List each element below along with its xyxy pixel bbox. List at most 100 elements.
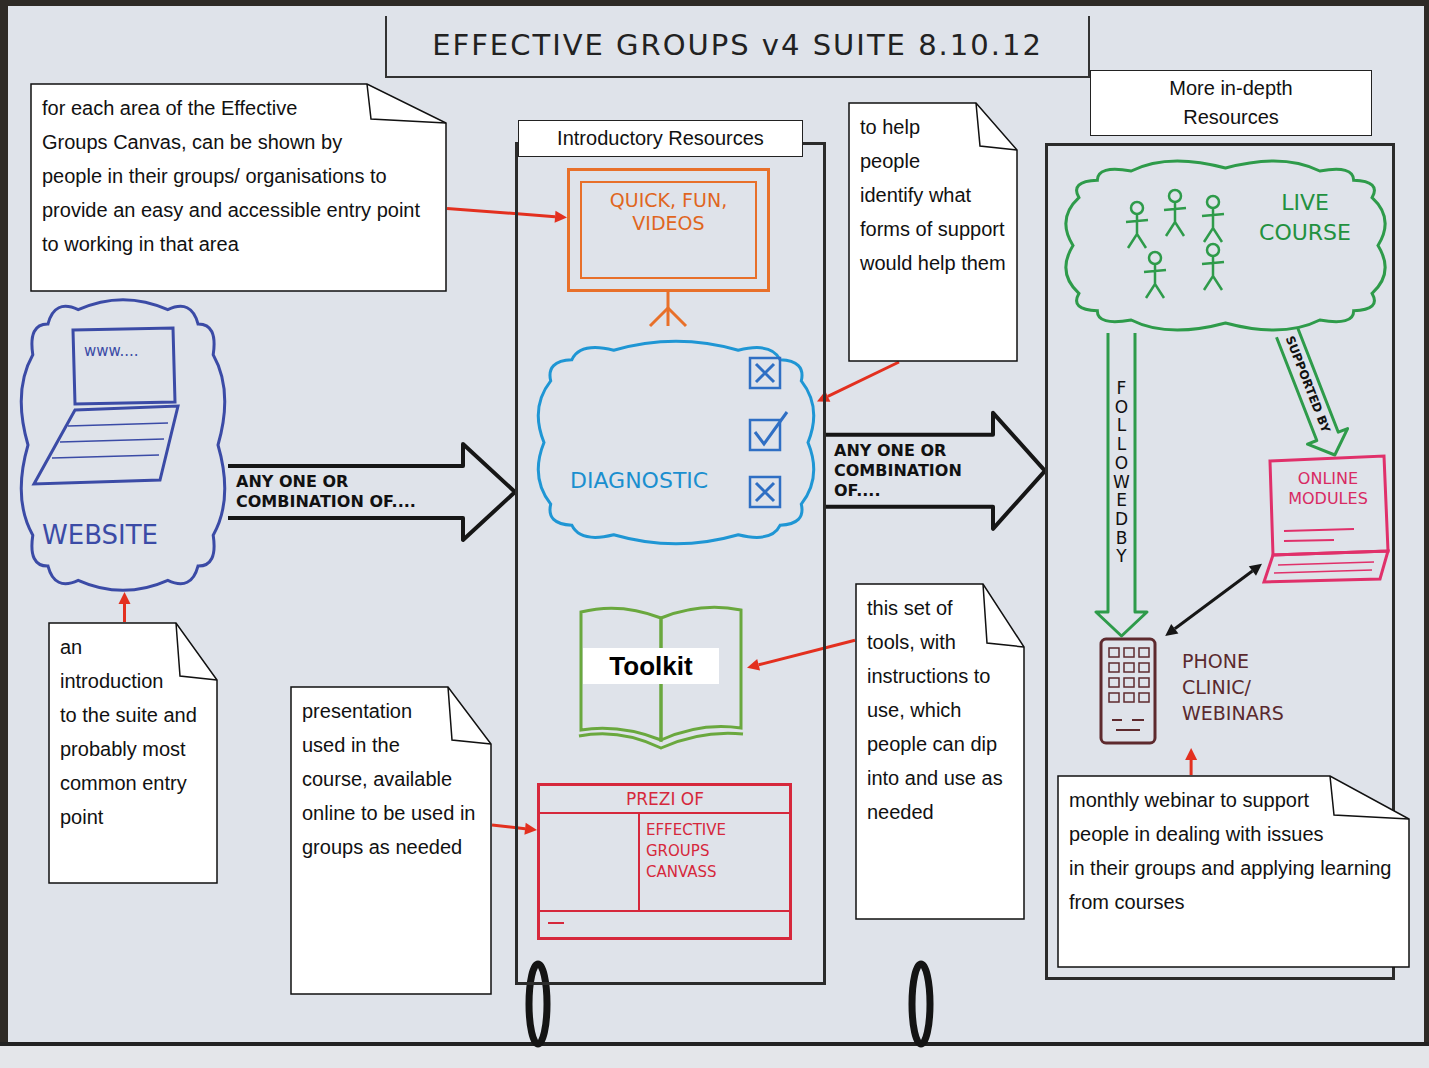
callout-text: an introduction to the suite and probabl… <box>60 630 206 834</box>
checkbox <box>750 477 780 507</box>
phone-key <box>1109 693 1119 702</box>
cloud-outline <box>535 340 817 545</box>
diagram-title: EFFECTIVE GROUPS v4 SUITE 8.10.12 <box>385 16 1090 78</box>
diagnostic-cloud: DIAGNOSTIC <box>535 340 817 545</box>
cloud-shape <box>1066 161 1385 330</box>
phone-clinic: PHONE CLINIC/ WEBINARS <box>1098 636 1378 748</box>
video-screen: QUICK, FUN, VIDEOS <box>567 168 770 292</box>
check-mark <box>755 412 787 444</box>
phone-key <box>1139 648 1149 657</box>
connector-line <box>828 362 899 396</box>
column-heading: Introductory Resources <box>518 120 803 157</box>
cross-mark <box>756 364 774 382</box>
connector <box>1185 748 1197 775</box>
binding-ring <box>912 964 930 1044</box>
double-line-arrow <box>1096 333 1147 636</box>
callout-text: to help people identify what forms of su… <box>860 110 1006 280</box>
phone-key <box>1139 693 1149 702</box>
connector-line <box>1190 760 1193 775</box>
arrow-head <box>747 659 760 671</box>
course-cloud: LIVE COURSE <box>1063 158 1388 333</box>
note-fold <box>976 103 1017 150</box>
binding-ring <box>529 964 547 1044</box>
note-outline <box>849 103 1017 361</box>
arrow-label: ANY ONE OR COMBINATION OF.... <box>832 441 987 501</box>
phone-key <box>1124 663 1134 672</box>
connector <box>1277 329 1348 455</box>
modules-laptop: ONLINE MODULES <box>1262 455 1392 583</box>
connector <box>747 640 855 670</box>
callout-text: presentation used in the course, availab… <box>302 694 480 864</box>
connector-line <box>492 825 525 829</box>
figure-head <box>1131 202 1143 214</box>
toolkit-book: Toolkit <box>575 598 747 753</box>
note-outline <box>31 84 446 291</box>
phone-label: PHONE CLINIC/ WEBINARS <box>1182 648 1314 726</box>
laptop-screen <box>73 328 175 404</box>
note-outline <box>856 584 1024 919</box>
stand-post <box>667 292 670 308</box>
note-outline <box>49 623 217 883</box>
callout-note: presentation used in the course, availab… <box>290 686 492 995</box>
figure-body <box>1126 214 1148 248</box>
stand-leg <box>668 308 686 326</box>
panel-line <box>548 922 564 924</box>
phone-key <box>1109 663 1119 672</box>
video-label: QUICK, FUN, VIDEOS <box>605 189 733 235</box>
phone-key <box>1124 648 1134 657</box>
figure-body <box>1164 202 1186 236</box>
arrow-head <box>524 823 537 835</box>
video-stand <box>650 292 686 326</box>
phone-key <box>1109 678 1119 687</box>
callout-text: monthly webinar to support people in dea… <box>1069 783 1398 919</box>
note-fold <box>367 84 446 123</box>
website-cloud: www....WEBSITE <box>18 298 228 592</box>
url-text: www.... <box>84 342 139 360</box>
panel-line <box>540 910 789 912</box>
connector <box>826 413 1045 529</box>
column-heading: More in-depth Resources <box>1090 70 1372 136</box>
note-fold <box>983 584 1024 647</box>
next-page <box>0 1046 1429 1068</box>
course-label: LIVE COURSE <box>1241 188 1369 248</box>
connector-line <box>759 640 855 665</box>
figure-body <box>1202 208 1224 242</box>
prezi-panel: PREZI OFEFFECTIVE GROUPS CANVASS <box>537 783 792 940</box>
connector <box>447 208 567 222</box>
paper-sheet <box>8 6 1424 1042</box>
callout-note: an introduction to the suite and probabl… <box>48 622 218 884</box>
screen-lines <box>1284 529 1354 541</box>
toolkit-label: Toolkit <box>583 648 719 684</box>
page-edge <box>0 1042 1429 1046</box>
block-arrow <box>228 444 515 540</box>
connector <box>817 362 899 402</box>
connector <box>228 444 515 540</box>
arrow-label: ANY ONE OR COMBINATION OF.... <box>234 472 457 512</box>
phone-key <box>1109 648 1119 657</box>
connector <box>1096 333 1147 636</box>
laptop-base <box>1264 551 1388 582</box>
arrow-head <box>1249 564 1262 576</box>
checkbox <box>750 420 780 450</box>
callout-note: monthly webinar to support people in dea… <box>1057 775 1410 968</box>
connector <box>119 592 131 622</box>
cross-mark <box>756 483 774 501</box>
figure-head <box>1169 190 1181 202</box>
cloud-shape <box>538 341 813 544</box>
note-fold <box>176 623 217 680</box>
laptop-base <box>34 406 178 484</box>
arrow-head <box>119 592 131 604</box>
checkbox <box>750 358 780 388</box>
stand-leg <box>650 308 668 326</box>
phone-button <box>1112 720 1144 730</box>
arrow-head <box>555 211 567 223</box>
resource-column: Introductory ResourcesQUICK, FUN, VIDEOS… <box>515 142 826 985</box>
callout-text: this set of tools, with instructions to … <box>867 591 1013 829</box>
connector-line <box>123 604 126 622</box>
phone-body <box>1101 639 1155 743</box>
figure-head <box>1207 244 1219 256</box>
prezi-heading: PREZI OF <box>590 788 740 810</box>
diagnostic-label: DIAGNOSTIC <box>570 468 708 494</box>
book-spine <box>579 733 743 748</box>
